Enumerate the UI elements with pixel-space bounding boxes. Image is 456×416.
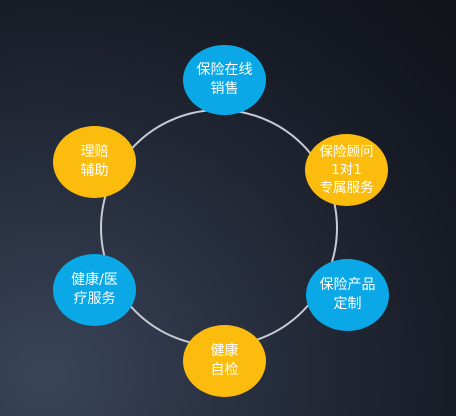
node-health-medical: 健康/医 疗服务 (53, 254, 136, 326)
node-advisor: 保险顾问 1对1 专属服务 (305, 134, 388, 206)
cycle-ring (100, 109, 338, 347)
node-claims: 理赔 辅助 (53, 126, 136, 198)
node-custom-product: 保险产品 定制 (306, 259, 389, 331)
node-health-check: 健康 自检 (183, 325, 266, 397)
node-online-sales: 保险在线 销售 (183, 45, 266, 115)
